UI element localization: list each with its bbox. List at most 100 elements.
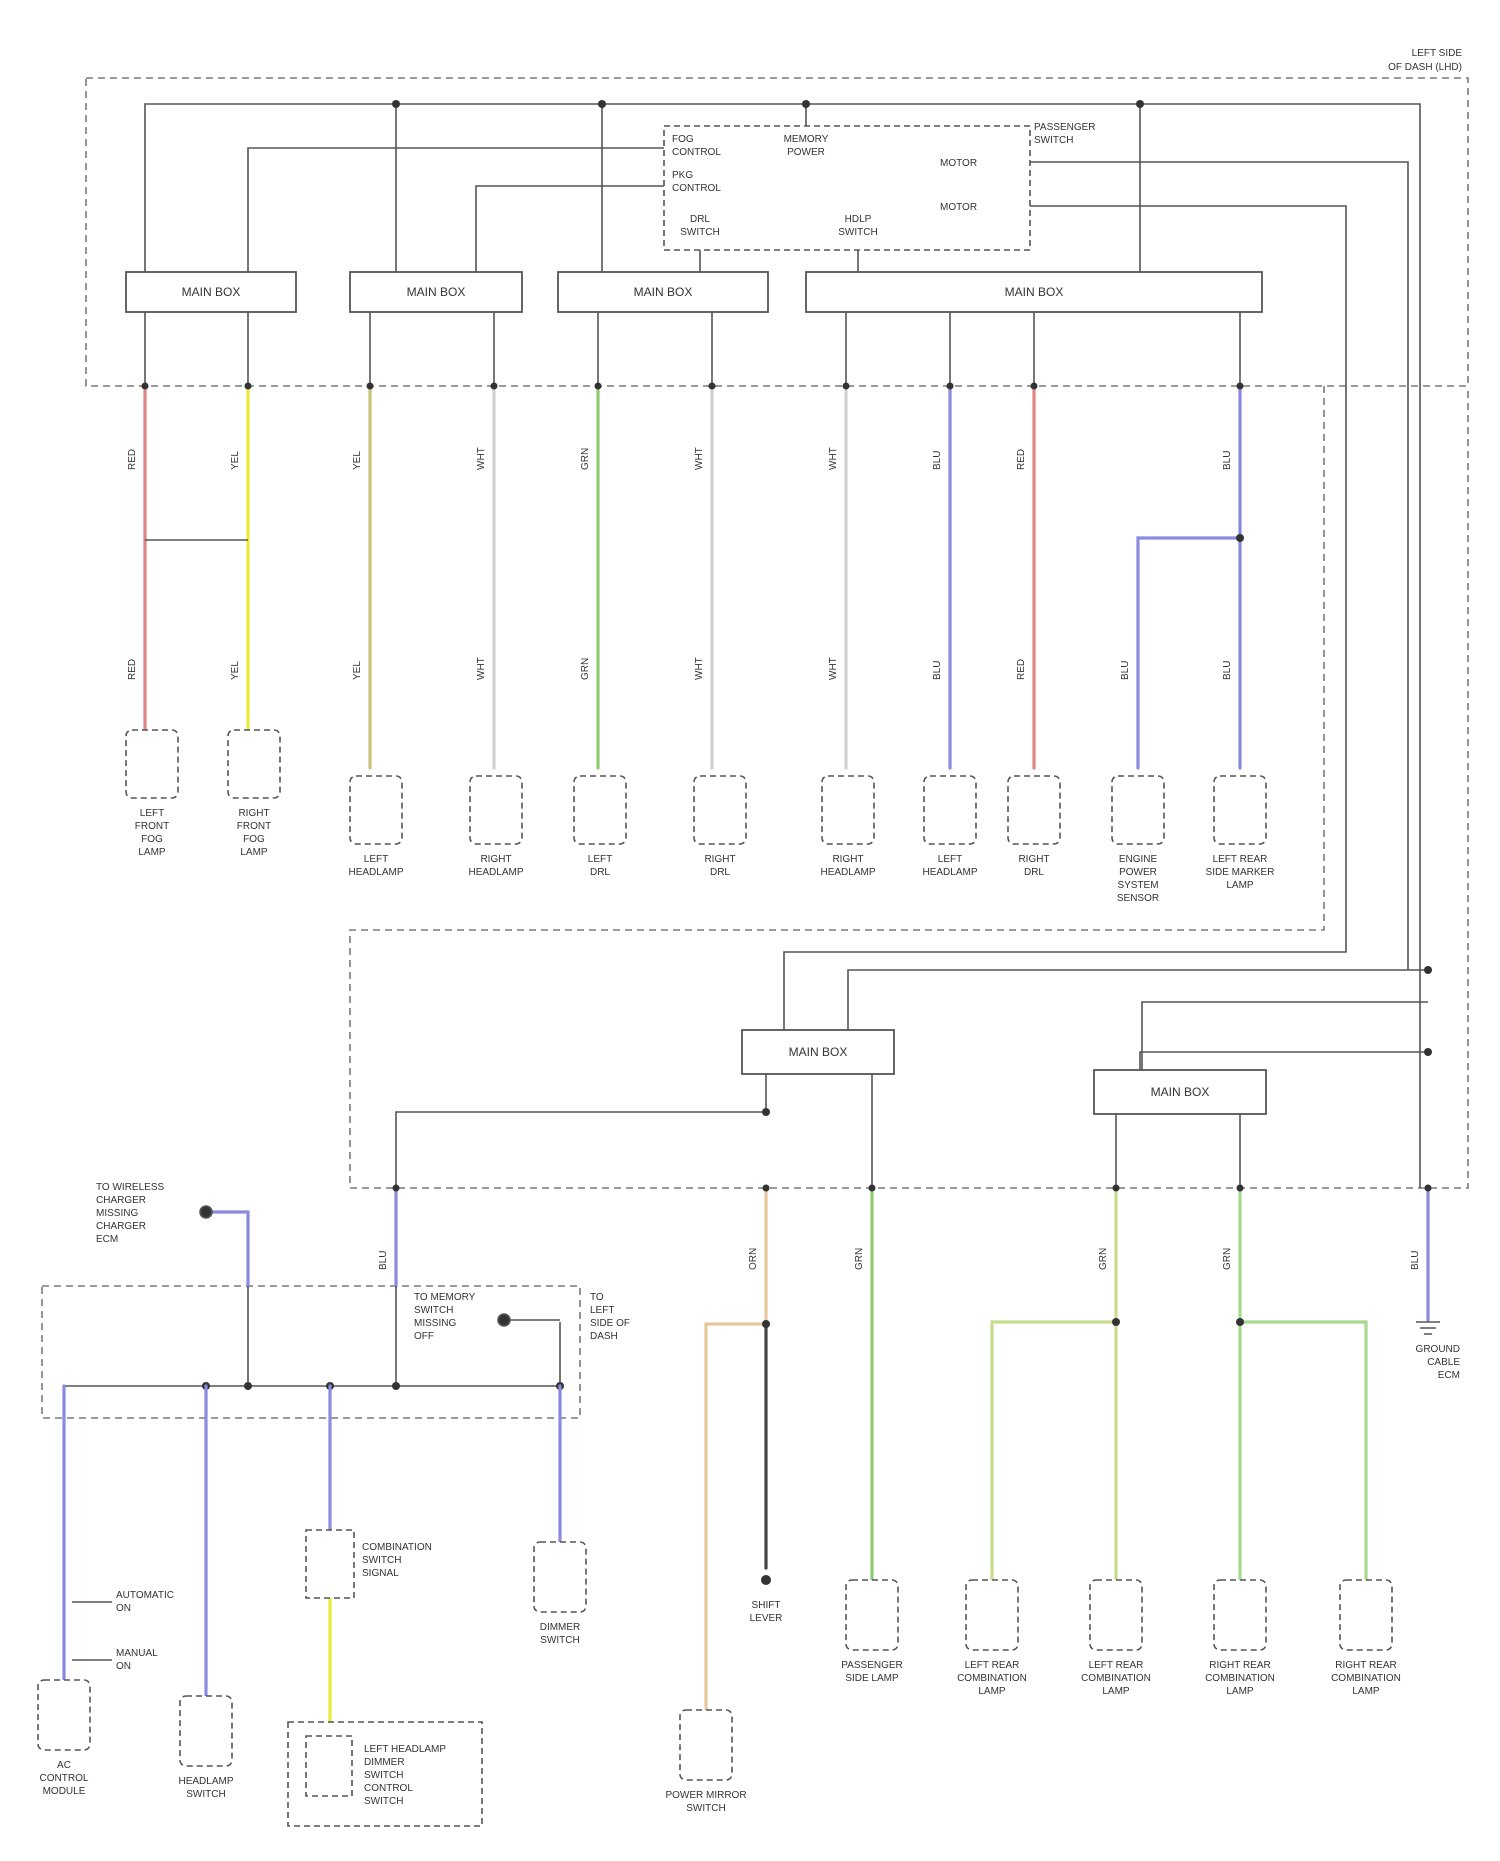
wire-code-lower: BLU: [1120, 661, 1131, 680]
component-label: ENGINE: [1119, 854, 1158, 865]
component-label: RIGHT REAR: [1335, 1660, 1397, 1671]
junction-dot: [762, 1108, 770, 1116]
manual-on-label: MANUAL: [116, 1648, 158, 1659]
wire-code-lower: YEL: [352, 661, 363, 680]
component-label: POWER MIRROR: [665, 1790, 746, 1801]
junction-dot: [392, 1382, 400, 1390]
ground-symbol: [1416, 1322, 1440, 1334]
mid-wire-code-group: BLUORNGRNGRNGRNBLU: [378, 1185, 1432, 1271]
connector-pin: [367, 383, 374, 390]
connector-pin: [1113, 1185, 1120, 1192]
wire-code-mid: ORN: [748, 1248, 759, 1270]
component-body: [1090, 1580, 1142, 1650]
junction-dot: [1236, 1318, 1244, 1326]
wire-code-top: BLU: [932, 451, 943, 470]
lamp-group-label: CONTROL: [364, 1783, 413, 1794]
connector-pin: [595, 383, 602, 390]
component-label: SYSTEM: [1117, 880, 1158, 891]
top-bus-3: [476, 186, 664, 272]
component-body: [350, 776, 402, 844]
ecu-out-3: [848, 970, 1428, 1030]
wire-code-top: RED: [1016, 449, 1027, 470]
component-label: RIGHT: [1018, 854, 1049, 865]
fuse-box-2-label: MAIN BOX: [407, 285, 466, 299]
connector-pin: [1425, 1185, 1432, 1192]
ecu-label: POWER: [787, 147, 825, 158]
ecu-out-2: [784, 206, 1346, 1030]
component-label: SWITCH: [540, 1635, 579, 1646]
connector-pin: [1237, 383, 1244, 390]
wire-code-lower: RED: [127, 659, 138, 680]
lamp-group-label: DIMMER: [364, 1757, 405, 1768]
top-wire-group: REDYELYELWHTGRNWHTWHTBLUREDBLUREDYELYELW…: [127, 312, 1244, 768]
wire-code-top: GRN: [580, 448, 591, 470]
ecu-label: DRL: [690, 214, 710, 225]
component-label: LEFT REAR: [1213, 854, 1268, 865]
wire-grn-3: [1240, 1188, 1366, 1580]
component-body: [694, 776, 746, 844]
junction-dot: [1424, 1048, 1432, 1056]
wire-code-top: RED: [127, 449, 138, 470]
component-label: RIGHT: [704, 854, 735, 865]
lamp-group-label: LEFT HEADLAMP: [364, 1744, 446, 1755]
component-label: DRL: [710, 867, 730, 878]
component-body: [822, 776, 874, 844]
component-body: [470, 776, 522, 844]
component-label: FRONT: [135, 821, 169, 832]
note-text: SIDE OF: [590, 1318, 630, 1329]
component-label: RIGHT: [480, 854, 511, 865]
component-label: CONTROL: [40, 1773, 89, 1784]
wire-code-top: BLU: [1222, 451, 1233, 470]
component-body: [534, 1542, 586, 1612]
wire-grn-2: [992, 1188, 1116, 1580]
component-label: HEADLAMP: [348, 867, 403, 878]
component-body: [1214, 776, 1266, 844]
component-label: HEADLAMP: [820, 867, 875, 878]
wire-code-lower: YEL: [230, 661, 241, 680]
connector-pin: [709, 383, 716, 390]
connector-pin: [393, 1185, 400, 1192]
component-label: SWITCH: [186, 1789, 225, 1800]
component-label: SHIFT: [752, 1600, 781, 1611]
ecu-label: PASSENGER: [1034, 122, 1096, 133]
component-label: LEVER: [750, 1613, 783, 1624]
wire-code-lower: GRN: [580, 658, 591, 680]
left-note-2: TO MEMORY SWITCH MISSING OFF: [414, 1292, 476, 1342]
component-label: SIDE LAMP: [845, 1673, 899, 1684]
wire-code-lower: WHT: [828, 657, 839, 680]
left-note-1: TO WIRELESS CHARGER MISSING CHARGER ECM: [96, 1182, 164, 1245]
connector-pin: [843, 383, 850, 390]
component-label: LEFT: [140, 808, 164, 819]
component-label: LAMP: [1352, 1686, 1380, 1697]
note-text: CHARGER: [96, 1221, 146, 1232]
ecu-label: FOG: [672, 134, 694, 145]
ecu-label: SWITCH: [1034, 135, 1073, 146]
component-body: [1112, 776, 1164, 844]
ecu-label: CONTROL: [672, 183, 721, 194]
wire-code-lower: BLU: [932, 661, 943, 680]
component-body: [38, 1680, 90, 1750]
manual-on-label: ON: [116, 1661, 131, 1672]
component-label: FOG: [141, 834, 163, 845]
component-label: HEADLAMP: [922, 867, 977, 878]
component-body: [228, 730, 280, 798]
wire-code-lower: RED: [1016, 659, 1027, 680]
ecu-label: SWITCH: [838, 227, 877, 238]
junction-dot: [244, 1382, 252, 1390]
wire-code-top: YEL: [352, 451, 363, 470]
component-label: COMBINATION: [1331, 1673, 1401, 1684]
junction-dot: [762, 1320, 770, 1328]
bottom-component-group: ACCONTROLMODULEHEADLAMPSWITCHDIMMERSWITC…: [38, 1542, 1401, 1814]
component-label: LAMP: [1226, 880, 1254, 891]
component-label: LAMP: [1226, 1686, 1254, 1697]
connector-pin: [245, 383, 252, 390]
component-body: [574, 776, 626, 844]
wire-code-mid: GRN: [1098, 1248, 1109, 1270]
component-label: FOG: [243, 834, 265, 845]
ground-right-label: CABLE: [1427, 1357, 1460, 1368]
component-label: POWER: [1119, 867, 1157, 878]
component-label: LAMP: [1102, 1686, 1130, 1697]
component-label: COMBINATION: [957, 1673, 1027, 1684]
component-label: LEFT: [938, 854, 962, 865]
